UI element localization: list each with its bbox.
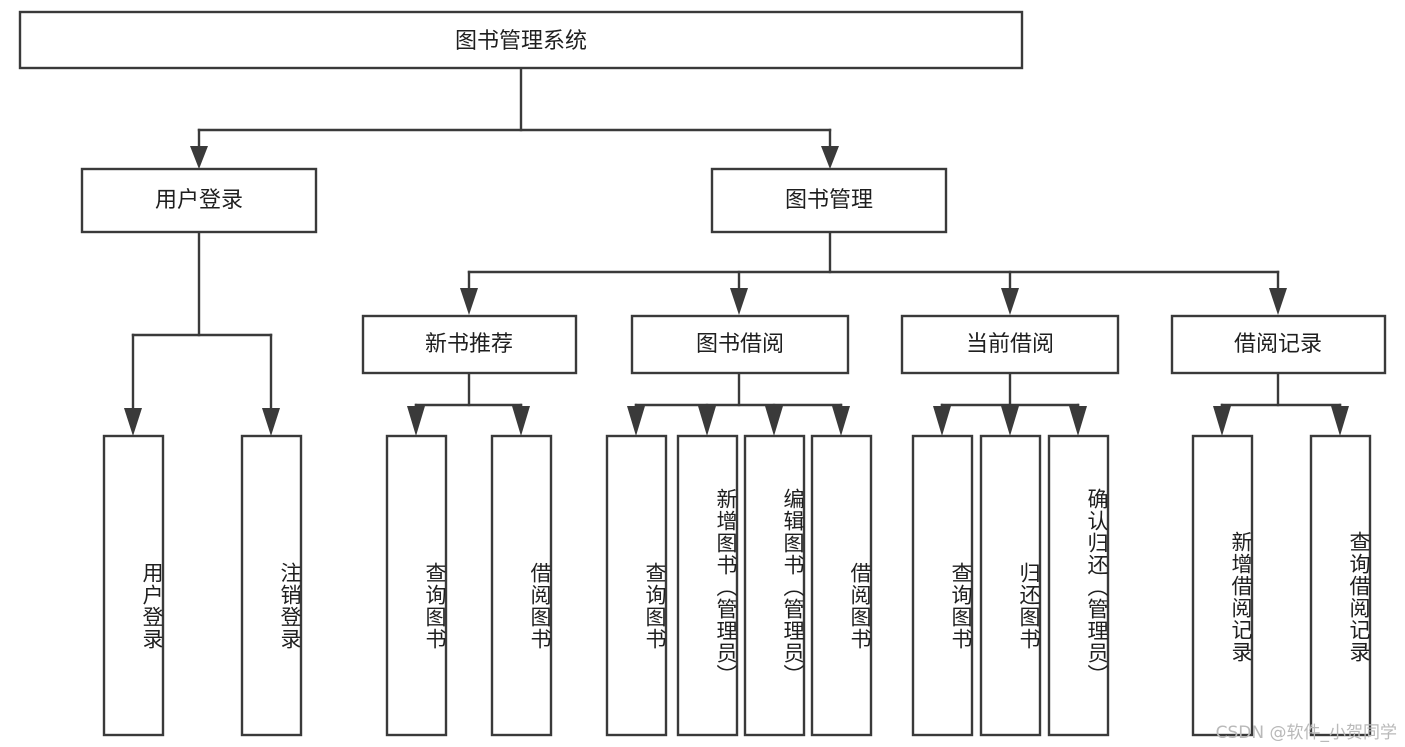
node-borrow-record-label: 借阅记录 — [1234, 332, 1322, 357]
node-leaf-query-book-3-box[interactable] — [911, 434, 974, 737]
connector-group-root — [190, 66, 839, 169]
arrow-head-leaf-borrow-book-1 — [512, 406, 530, 436]
arrow-head-leaf-edit-book — [765, 406, 783, 436]
node-current-borrow[interactable]: 当前借阅 — [900, 314, 1120, 375]
node-user-login-label: 用户登录 — [155, 188, 243, 213]
arrow-head-user-login — [190, 146, 208, 169]
node-leaf-edit-book-box[interactable] — [743, 434, 806, 737]
arrow-head-book-borrow — [730, 288, 748, 315]
node-book-manage-label: 图书管理 — [785, 188, 873, 213]
connector-group-current-borrow — [933, 371, 1087, 436]
csdn-watermark: CSDN @软件_小贺同学 — [1215, 723, 1397, 743]
node-book-manage[interactable]: 图书管理 — [710, 167, 948, 234]
arrow-head-leaf-query-book-1 — [407, 406, 425, 436]
node-book-borrow-label: 图书借阅 — [696, 332, 784, 357]
arrow-head-current-borrow — [1001, 288, 1019, 315]
node-leaf-add-book-box[interactable] — [676, 434, 739, 737]
arrow-head-leaf-add-record — [1213, 406, 1231, 436]
node-current-borrow-box[interactable] — [900, 314, 1120, 375]
node-new-book-recommend-label: 新书推荐 — [425, 332, 513, 357]
arrow-head-leaf-confirm-return — [1069, 406, 1087, 436]
node-root-label: 图书管理系统 — [455, 29, 587, 54]
node-current-borrow-label: 当前借阅 — [966, 332, 1054, 357]
node-leaf-user-logout-box[interactable] — [240, 434, 303, 737]
node-book-manage-box[interactable] — [710, 167, 948, 234]
node-root-box[interactable] — [18, 10, 1024, 70]
node-leaf-add-record-box[interactable] — [1191, 434, 1254, 737]
node-leaf-return-book-box[interactable] — [979, 434, 1042, 737]
connector-group-book-borrow — [627, 371, 850, 436]
node-user-login-box[interactable] — [80, 167, 318, 234]
arrow-head-leaf-user-login — [124, 408, 142, 436]
arrow-head-borrow-record — [1269, 288, 1287, 315]
connector-group-user-login — [124, 230, 280, 436]
node-borrow-record[interactable]: 借阅记录 — [1170, 314, 1387, 375]
node-leaf-user-login-box[interactable] — [102, 434, 165, 737]
node-user-login[interactable]: 用户登录 — [80, 167, 318, 234]
connector-group-book-manage — [460, 230, 1287, 315]
node-new-book-recommend-box[interactable] — [361, 314, 578, 375]
arrow-head-leaf-query-book-2 — [627, 406, 645, 436]
node-leaf-query-record-box[interactable] — [1309, 434, 1372, 737]
node-new-book-recommend[interactable]: 新书推荐 — [361, 314, 578, 375]
connector-group-borrow-record — [1213, 371, 1349, 436]
arrow-head-leaf-query-record — [1331, 406, 1349, 436]
node-leaf-query-book-2-box[interactable] — [605, 434, 668, 737]
arrow-head-leaf-add-book — [698, 406, 716, 436]
node-leaf-query-book-1-box[interactable] — [385, 434, 448, 737]
arrow-head-leaf-query-book-3 — [933, 406, 951, 436]
node-leaf-confirm-return-box[interactable] — [1047, 434, 1110, 737]
arrow-head-book-manage — [821, 146, 839, 169]
leaf-box-group — [102, 434, 1372, 737]
node-leaf-borrow-book-1-box[interactable] — [490, 434, 553, 737]
node-book-borrow-box[interactable] — [630, 314, 850, 375]
arrow-head-leaf-return-book — [1001, 406, 1019, 436]
node-root[interactable]: 图书管理系统 — [18, 10, 1024, 70]
arrow-head-leaf-borrow-book-2 — [832, 406, 850, 436]
node-leaf-borrow-book-2-box[interactable] — [810, 434, 873, 737]
connector-group-new-book-recommend — [407, 371, 530, 436]
arrow-head-new-book-recommend — [460, 288, 478, 315]
node-borrow-record-box[interactable] — [1170, 314, 1387, 375]
node-book-borrow[interactable]: 图书借阅 — [630, 314, 850, 375]
arrow-head-leaf-user-logout — [262, 408, 280, 436]
